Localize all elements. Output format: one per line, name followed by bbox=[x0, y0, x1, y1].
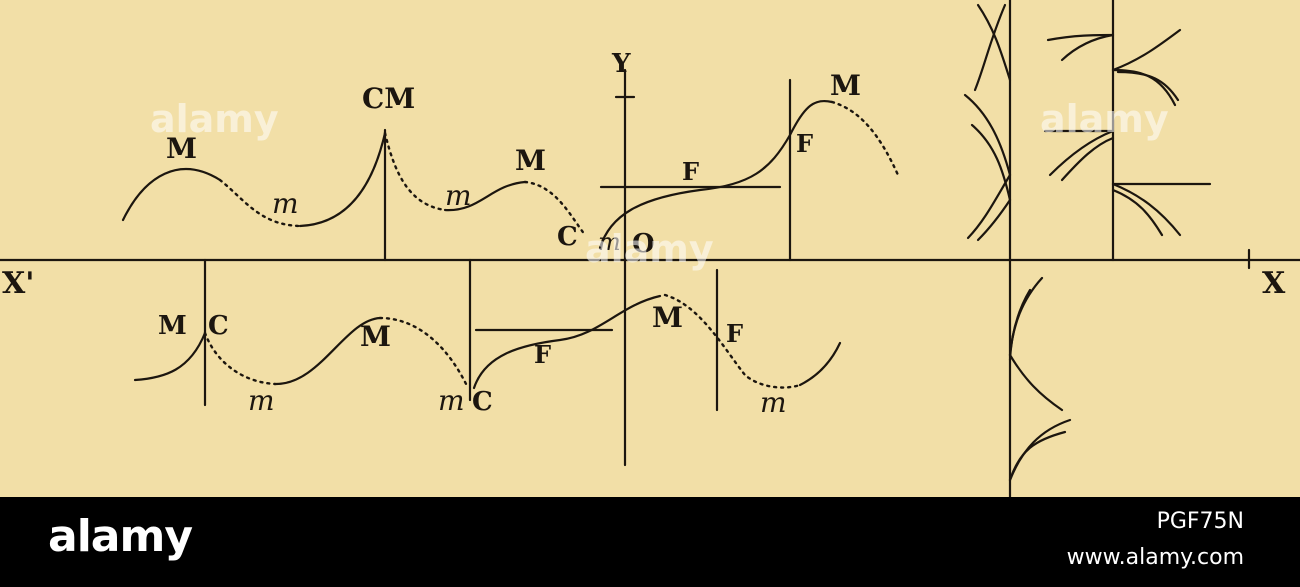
label-min-1: m bbox=[272, 187, 299, 220]
label-min-lower-2: m bbox=[438, 384, 465, 417]
label-max-3: M bbox=[830, 69, 861, 102]
label-min-lower-3: m bbox=[760, 386, 787, 419]
label-origin: O bbox=[632, 229, 655, 259]
curve-diagram: Y X X' O M m CM m M C m F F M M C m M m … bbox=[0, 0, 1300, 497]
watermark-3: alamy bbox=[1040, 97, 1169, 141]
watermark-2: alamy bbox=[585, 227, 714, 271]
curve-lower-inflection bbox=[472, 294, 662, 390]
cusp-arc-1b bbox=[973, 3, 1007, 92]
label-min-2: m bbox=[445, 179, 472, 212]
node-arc-4b bbox=[1111, 188, 1164, 237]
label-min-origin: m bbox=[598, 228, 621, 256]
cusp-arc-lower-2a bbox=[1008, 418, 1072, 482]
cusp-arc-lower-1b bbox=[1008, 353, 1064, 412]
curve-upper-inflection bbox=[598, 99, 834, 250]
label-max-lower-3: M bbox=[652, 301, 683, 334]
label-cusp-1: C bbox=[557, 222, 578, 252]
curve-lower-dotted-2 bbox=[378, 316, 470, 390]
label-x-axis: X bbox=[1262, 266, 1286, 301]
label-cusp-lower-2: C bbox=[472, 387, 493, 417]
cusp-arc-lower-2b bbox=[1008, 430, 1067, 482]
label-flex-lower-2: F bbox=[726, 319, 743, 348]
brand-logo[interactable]: alamy bbox=[48, 511, 193, 562]
label-y-axis: Y bbox=[611, 49, 631, 79]
curve-lower-rise-m bbox=[273, 316, 382, 386]
watermark-1: alamy bbox=[150, 97, 279, 141]
curve-upper-rise-cm bbox=[298, 131, 387, 228]
curve-lower-dotted-3 bbox=[663, 293, 802, 389]
cusp-arc-1a bbox=[976, 3, 1012, 82]
footer-bar: alamy PGF75N www.alamy.com bbox=[0, 497, 1300, 587]
node-arc-3a bbox=[1048, 129, 1115, 177]
curve-upper-max-1 bbox=[121, 168, 222, 222]
curve-lower-mc-left bbox=[133, 331, 207, 382]
site-url[interactable]: www.alamy.com bbox=[1066, 545, 1244, 570]
figure-plate: Y X X' O M m CM m M C m F F M M C m M m … bbox=[0, 0, 1300, 497]
label-cusp-max: CM bbox=[362, 82, 415, 115]
label-max-1: M bbox=[166, 132, 197, 165]
curve-upper-rise-m bbox=[443, 180, 527, 212]
label-x-neg-axis: X' bbox=[2, 266, 34, 301]
label-flex-1: F bbox=[682, 157, 699, 186]
node-arc-1b bbox=[1060, 33, 1115, 62]
curve-lower-tail bbox=[798, 341, 842, 387]
curve-lower-dotted-1 bbox=[203, 331, 277, 386]
label-flex-lower-1: F bbox=[534, 340, 551, 369]
label-max-lower-2: M bbox=[360, 320, 391, 353]
image-id: PGF75N bbox=[1156, 509, 1244, 534]
curve-upper-dotted-3 bbox=[523, 180, 587, 237]
cusp-arc-lower-1a bbox=[1008, 276, 1044, 357]
cusp-arc-2d bbox=[976, 198, 1012, 242]
label-max-lower-1: M bbox=[158, 311, 187, 341]
node-arc-2c bbox=[1116, 70, 1180, 102]
node-arc-4a bbox=[1111, 182, 1182, 237]
cusp-arc-lower-1c bbox=[1008, 288, 1032, 362]
curve-upper-dotted-2 bbox=[383, 131, 447, 212]
curve-upper-dotted-4 bbox=[830, 100, 900, 177]
node-arc-3b bbox=[1060, 136, 1115, 182]
label-min-lower-1: m bbox=[248, 384, 275, 417]
label-cusp-lower-1: C bbox=[208, 311, 229, 341]
label-flex-2: F bbox=[796, 129, 813, 158]
label-max-2: M bbox=[515, 144, 546, 177]
curve-upper-dotted-1 bbox=[218, 178, 302, 228]
node-arc-2b bbox=[1111, 28, 1182, 72]
cusp-arc-2c bbox=[970, 123, 1012, 202]
cusp-arc-2a bbox=[963, 93, 1012, 177]
